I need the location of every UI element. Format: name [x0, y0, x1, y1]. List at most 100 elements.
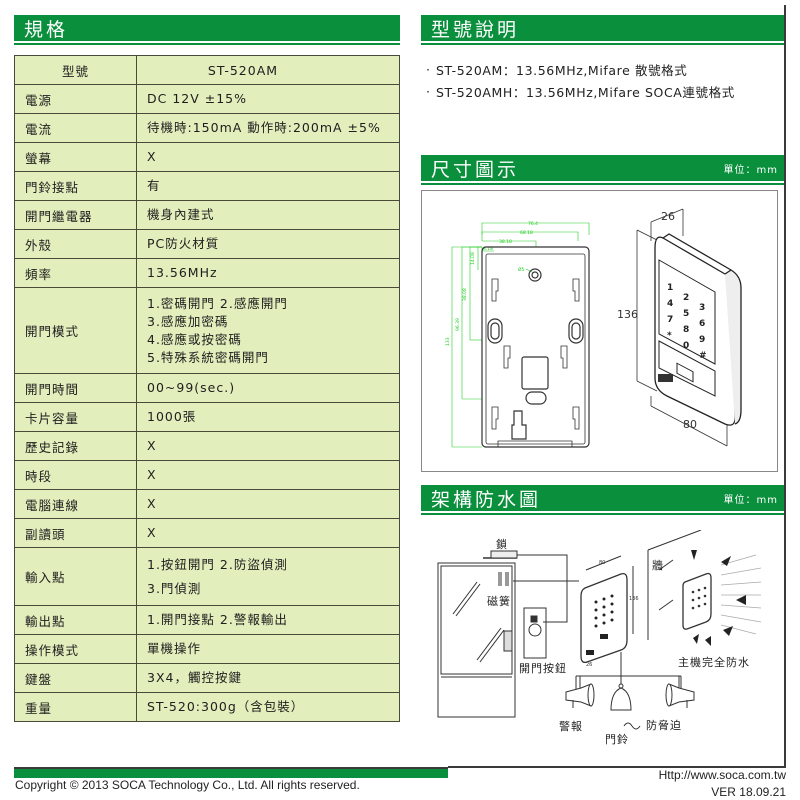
- spec-value-line: 單機操作: [147, 641, 202, 656]
- spec-value: X: [136, 431, 400, 461]
- svg-text:1: 1: [667, 283, 673, 293]
- spec-header-row: 型號 ST-520AM: [14, 55, 400, 85]
- spec-value-line: 待機時:150mA 動作時:200mA ±5%: [147, 120, 381, 135]
- wiring-diagram: 80 136 26: [437, 530, 762, 730]
- device-drawing: 26 136 80 123 456 789 *0#: [617, 208, 742, 447]
- spec-value-line: 3.感應加密碼: [147, 313, 229, 329]
- svg-text:68.18: 68.18: [520, 230, 533, 236]
- spec-value-line: 1.開門接點 2.警報輸出: [147, 612, 288, 627]
- label-doorbell: 門鈴: [605, 733, 629, 746]
- svg-text:Ø5: Ø5: [518, 266, 525, 273]
- svg-text:14.08: 14.08: [470, 252, 476, 265]
- spec-key: 開門時間: [14, 373, 137, 403]
- bottom-frame-line: [448, 766, 786, 768]
- spec-value: 機身內建式: [136, 200, 400, 230]
- spec-key: 電腦連線: [14, 489, 137, 519]
- spec-value-line: 5.特殊系統密碼開門: [147, 349, 269, 365]
- spec-value-line: 有: [147, 178, 161, 193]
- spec-key: 螢幕: [14, 142, 137, 172]
- spec-value: ST-520:300g（含包裝）: [136, 692, 400, 722]
- spec-value-line: DC 12V ±15%: [147, 91, 248, 106]
- spec-value-line: 3X4，觸控按鍵: [147, 670, 242, 685]
- dimensions-title: 尺寸圖示: [431, 158, 520, 181]
- spec-row: 電流待機時:150mA 動作時:200mA ±5%: [14, 113, 400, 143]
- svg-text:5: 5: [683, 309, 689, 319]
- website-link[interactable]: Http://www.soca.com.tw: [658, 768, 786, 782]
- dimensions-rule: [421, 183, 784, 185]
- spec-key: 鍵盤: [14, 663, 137, 693]
- spec-value: 1000張: [136, 402, 400, 432]
- svg-text:8.18: 8.18: [483, 246, 493, 252]
- spec-row: 電源 DC 12V ±15%: [14, 84, 400, 114]
- spec-header-value: ST-520AM: [136, 55, 400, 85]
- bullet: ·: [426, 83, 431, 99]
- specs-title: 規格: [24, 18, 69, 41]
- spec-key: 外殼: [14, 229, 137, 259]
- label-lock: 鎖: [496, 538, 508, 551]
- back-plate-drawing: 76.4 68.18 38.18 8.18 Ø5 14.08 38.08 96.…: [445, 221, 590, 448]
- model-item-text: ST-520AMH：13.56MHz,Mifare SOCA連號格式: [436, 84, 735, 100]
- spec-value: X: [136, 142, 400, 172]
- device-height-label: 136: [617, 308, 638, 321]
- spec-key: 重量: [14, 692, 137, 722]
- spec-key: 開門繼電器: [14, 200, 137, 230]
- spec-value: 3X4，觸控按鍵: [136, 663, 400, 693]
- model-item-text: ST-520AM：13.56MHz,Mifare 散號格式: [436, 62, 688, 78]
- spec-key: 頻率: [14, 258, 137, 288]
- svg-text:38.08: 38.08: [462, 288, 468, 301]
- svg-text:0: 0: [683, 341, 689, 351]
- version: VER 18.09.21: [711, 785, 786, 799]
- spec-row: 開門繼電器機身內建式: [14, 200, 400, 230]
- spec-row: 歷史記錄 X: [14, 431, 400, 461]
- model-desc-section-header: 型號說明: [421, 15, 784, 41]
- spec-value-line: 1000張: [147, 409, 197, 424]
- spec-value-line: PC防火材質: [147, 236, 220, 251]
- spec-value: 1.開門接點 2.警報輸出: [136, 605, 400, 635]
- spec-key: 卡片容量: [14, 402, 137, 432]
- spec-value: PC防火材質: [136, 229, 400, 259]
- spec-row: 門鈴接點有: [14, 171, 400, 201]
- dimensions-unit: 單位：mm: [723, 164, 778, 176]
- device-depth-label: 26: [661, 210, 675, 223]
- dimension-drawing-box: 76.4 68.18 38.18 8.18 Ø5 14.08 38.08 96.…: [421, 190, 778, 472]
- wiring-section-header: 架構防水圖 單位：mm: [421, 485, 784, 511]
- spec-row: 卡片容量 1000張: [14, 402, 400, 432]
- spec-value: 13.56MHz: [136, 258, 400, 288]
- svg-text:38.18: 38.18: [499, 239, 512, 245]
- svg-text:*: *: [667, 331, 672, 341]
- svg-text:133: 133: [445, 337, 451, 346]
- spec-value-line: X: [147, 467, 157, 482]
- spec-key: 輸出點: [14, 605, 137, 635]
- spec-key: 輸入點: [14, 547, 137, 606]
- spec-row: 螢幕 X: [14, 142, 400, 172]
- spec-key: 歷史記錄: [14, 431, 137, 461]
- spec-key: 電源: [14, 84, 137, 114]
- spec-value-line: X: [147, 438, 157, 453]
- spec-key: 門鈴接點: [14, 171, 137, 201]
- model-list: · ST-520AM：13.56MHz,Mifare 散號格式 · ST-520…: [426, 58, 735, 102]
- model-desc-rule: [421, 43, 784, 45]
- spec-value-line: ST-520:300g（含包裝）: [147, 699, 305, 714]
- label-waterproof: 主機完全防水: [678, 656, 750, 669]
- spec-header-key: 型號: [14, 55, 137, 85]
- copyright: Copyright © 2013 SOCA Technology Co., Lt…: [15, 778, 360, 792]
- svg-text:4: 4: [667, 299, 673, 309]
- svg-text:76.4: 76.4: [528, 221, 538, 227]
- spec-value: X: [136, 460, 400, 490]
- spec-row: 操作模式單機操作: [14, 634, 400, 664]
- svg-text:3: 3: [699, 303, 705, 313]
- label-magnet: 磁簧: [487, 595, 511, 608]
- svg-text:96.39: 96.39: [455, 318, 461, 331]
- svg-text:7: 7: [667, 315, 673, 325]
- spec-key: 電流: [14, 113, 137, 143]
- spec-value: X: [136, 518, 400, 548]
- right-frame-line: [784, 5, 786, 768]
- svg-text:#: #: [699, 351, 707, 361]
- spec-value-line: X: [147, 149, 157, 164]
- label-wall: 牆: [652, 559, 664, 572]
